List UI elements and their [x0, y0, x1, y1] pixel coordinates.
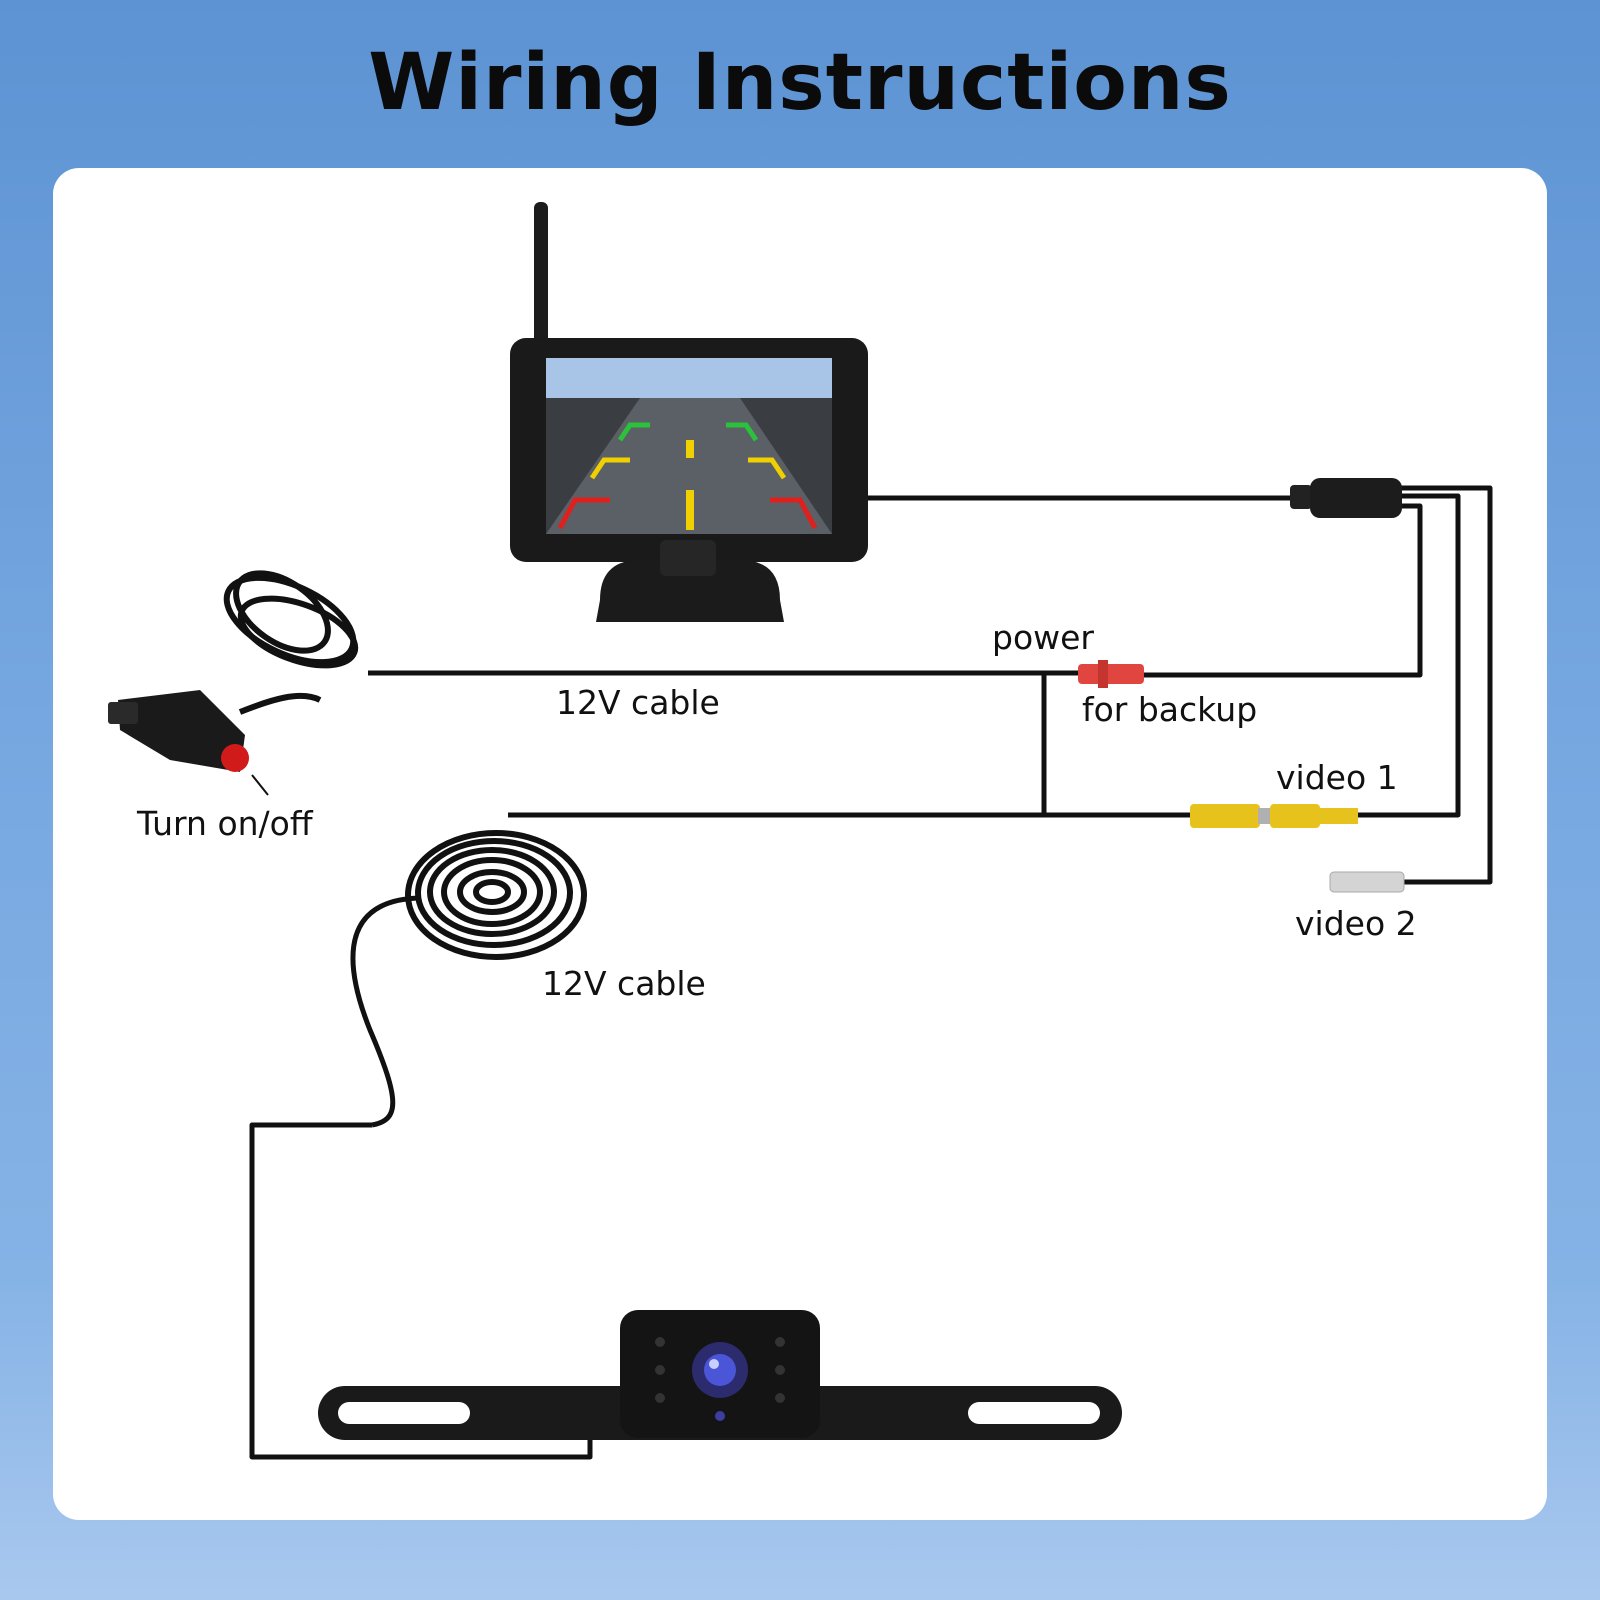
- wire-lines: [249, 485, 1493, 1460]
- 12v-cable-top-label: 12V cable: [556, 683, 720, 722]
- monitor-icon: [510, 202, 868, 622]
- video2-label: video 2: [1295, 904, 1417, 943]
- power-adapter-icon: [108, 570, 359, 796]
- video2-connector-icon: [1329, 871, 1405, 893]
- for-backup-label: for backup: [1082, 690, 1258, 729]
- page-title: Wiring Instructions: [368, 38, 1232, 128]
- connector-hub-icon: [1290, 478, 1402, 518]
- turn-onoff-label: Turn on/off: [137, 804, 313, 843]
- camera-cable-coil-icon: [405, 830, 587, 960]
- power-label: power: [992, 618, 1094, 657]
- license-plate-camera-icon: [318, 1310, 1122, 1440]
- video1-label: video 1: [1276, 758, 1398, 797]
- power-connector-icon: [1078, 660, 1144, 688]
- 12v-cable-bottom-label: 12V cable: [542, 964, 706, 1003]
- video1-connector-icon: [1190, 804, 1358, 828]
